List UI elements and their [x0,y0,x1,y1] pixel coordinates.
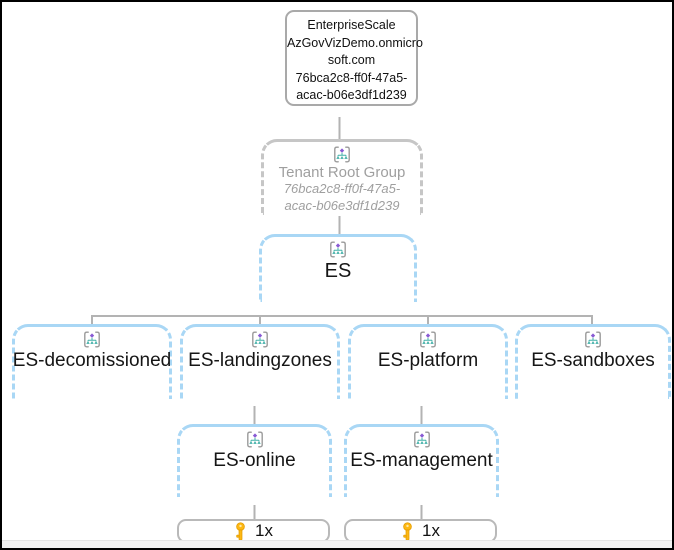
mg-node-label: ES [324,260,352,282]
mg-node-label: ES-platform [377,350,479,371]
management-group-icon [582,331,604,348]
tenant-id-line1: 76bca2c8-ff0f-47a5- [295,70,408,85]
mg-node-label: ES-online [213,450,296,471]
management-group-icon [244,431,266,448]
mg-node-label: ES-landingzones [188,350,332,371]
subscription-count-es-management[interactable]: 1x [344,519,497,543]
mg-node-guid-line1: 76bca2c8-ff0f-47a5- [283,181,401,196]
management-group-icon [417,331,439,348]
key-icon [401,522,414,541]
key-icon [234,522,247,541]
tenant-name: EnterpriseScale [307,18,396,32]
mg-node-es-decomissioned[interactable]: ES-decomissioned [12,324,172,399]
management-group-icon [411,431,433,448]
management-group-icon [331,146,353,163]
tenant-id-line2: acac-b06e3df1d239 [296,88,407,102]
mg-node-tenant-root-group[interactable]: Tenant Root Group 76bca2c8-ff0f-47a5- ac… [261,139,423,215]
subscription-count-label: 1x [422,521,440,540]
tenant-domain-line1: AzGovVizDemo.onmicro [287,35,423,50]
tenant-domain-line2: soft.com [327,53,376,67]
mg-node-es-management[interactable]: ES-management [344,424,499,497]
mg-node-label: ES-sandboxes [531,350,655,371]
tenant-summary-box: EnterpriseScale AzGovVizDemo.onmicro sof… [285,10,423,106]
mg-node-es-platform[interactable]: ES-platform [348,324,508,399]
mg-node-es-landingzones[interactable]: ES-landingzones [180,324,340,399]
management-group-icon [327,241,349,258]
management-group-icon [249,331,271,348]
mg-node-es-sandboxes[interactable]: ES-sandboxes [515,324,671,399]
horizontal-scrollbar[interactable] [2,540,672,548]
mg-node-es-online[interactable]: ES-online [177,424,332,497]
mg-node-label: ES-decomissioned [12,350,172,371]
mg-node-label: Tenant Root Group [278,164,406,181]
mg-node-guid-line2: acac-b06e3df1d239 [284,197,400,213]
subscription-count-label: 1x [255,521,273,540]
mg-node-label: ES-management [350,450,493,471]
management-group-icon [81,331,103,348]
mg-node-es[interactable]: ES [259,234,417,302]
